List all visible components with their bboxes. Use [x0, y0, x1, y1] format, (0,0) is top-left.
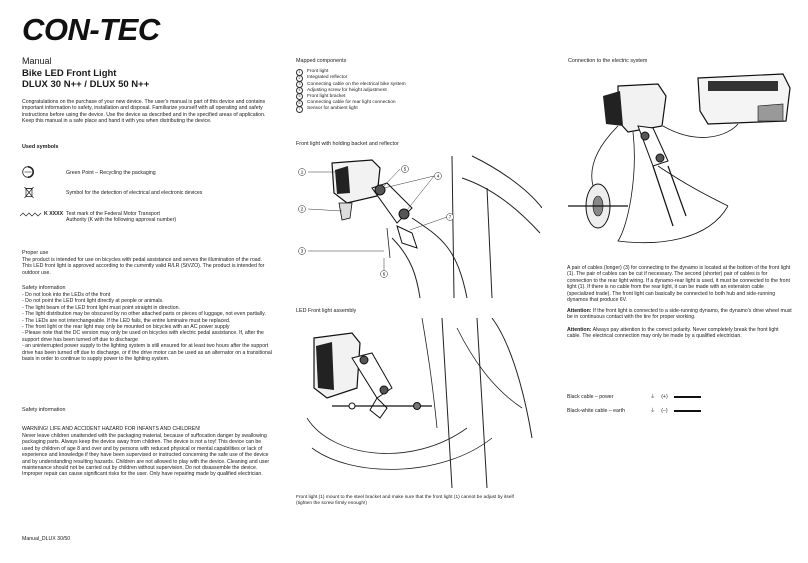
electric-connection-heading: Connection to the electric system [568, 58, 648, 64]
approval-mark-icon [20, 212, 42, 217]
callout-6: 6 [383, 272, 386, 277]
approval-mark: K XXXX [20, 211, 63, 217]
cable-label-earth: Black-white cable – earth [567, 408, 625, 414]
intro-paragraph: Congratulations on the purchase of your … [22, 99, 266, 125]
proper-use-heading: Proper use [22, 250, 49, 256]
safety-item: - Do not look into the LEDs of the front [22, 292, 111, 298]
power-icon: ⏚ [650, 394, 656, 400]
title-line-1: Bike LED Front Light [22, 67, 117, 79]
approval-mark-code: K XXXX [44, 211, 64, 217]
callout-1: 1 [301, 170, 304, 175]
proper-use-text: The product is intended for use on bicyc… [22, 257, 265, 276]
cable-legend-earth: ⏚ (–) [650, 408, 701, 414]
attention-note-1: Attention: If the front light is connect… [567, 308, 792, 321]
footer-text: Manual_DLUX 30/50 [22, 536, 71, 542]
callout-4: 4 [437, 174, 440, 179]
callout-3: 3 [301, 249, 304, 254]
safety-item: - Please note that the DC version may on… [22, 330, 264, 343]
document-title: Manual Bike LED Front Light DLUX 30 N++ … [22, 56, 149, 91]
electric-connection-figure [558, 66, 798, 256]
earth-icon: ⏚ [650, 408, 656, 414]
symbol-text-green-point: Green Point – Recycling the packaging [66, 170, 156, 176]
safety-item: - Do not point the LED front light direc… [22, 298, 164, 305]
cable-line-power [673, 396, 701, 399]
figure1-caption: Front light with holding backet and refl… [296, 141, 399, 147]
cable-label-power: Black cable – power [567, 394, 614, 400]
warning-heading: WARNING! LIFE AND ACCIDENT HAZARD FOR IN… [22, 426, 201, 432]
earth-symbol: (–) [661, 408, 668, 414]
cable-line-earth [673, 410, 701, 413]
attention-note-2: Attention: Always pay attention to the c… [567, 327, 792, 340]
title-line-2: DLUX 30 N++ / DLUX 50 N++ [22, 79, 150, 90]
figure2-note: Front light (1) mount to the steel brack… [296, 495, 514, 506]
brand-text: CON-TEC [22, 12, 160, 47]
safety-item: - The light beam of the LED front light … [22, 304, 180, 311]
attention-text: If the front light is connected to a sid… [567, 308, 792, 321]
callout-2: 2 [301, 207, 304, 212]
cable-legend-power: ⏚ (+) [650, 394, 701, 400]
attention-label: Attention: [567, 308, 592, 314]
safety-list: - Do not look into the LEDs of the front… [22, 292, 272, 362]
used-symbols-heading: Used symbols [22, 144, 59, 150]
warning-text: Never leave children unattended with the… [22, 433, 270, 478]
safety-item: - The light distribution may be obscured… [22, 311, 266, 318]
attention-text: Always pay attention to the correct pola… [567, 327, 779, 340]
power-symbol: (+) [661, 394, 668, 400]
brand-logo: CON-TEC [22, 12, 160, 48]
mapped-components-heading: Mapped components [296, 58, 347, 64]
symbol-text-bin: Symbol for the detection of electrical a… [66, 190, 203, 196]
front-light-bracket-figure: 1 2 3 5 4 7 6 [292, 148, 542, 298]
figure2-caption: LED Front light assembly [296, 308, 357, 314]
manual-label: Manual [22, 56, 52, 66]
connection-paragraph: A pair of cables (longer) (3) for connec… [567, 265, 791, 304]
crossed-bin-icon [24, 186, 34, 204]
green-point-icon [22, 165, 34, 183]
safety-info-heading-2: Safety information [22, 407, 66, 413]
light-assembly-figure [292, 318, 542, 488]
safety-item: - The LEDs are not interchangeable. If t… [22, 317, 231, 324]
safety-item: - The front light or the rear light may … [22, 324, 230, 331]
safety-item: - an uninterrupted power supply to the l… [22, 343, 272, 363]
attention-label: Attention: [567, 327, 592, 333]
symbol-text-approval: Test mark of the Federal Motor Transport… [66, 211, 177, 224]
callout-5: 5 [404, 167, 407, 172]
safety-info-heading: Safety information [22, 285, 66, 291]
callout-7: 7 [449, 215, 452, 220]
